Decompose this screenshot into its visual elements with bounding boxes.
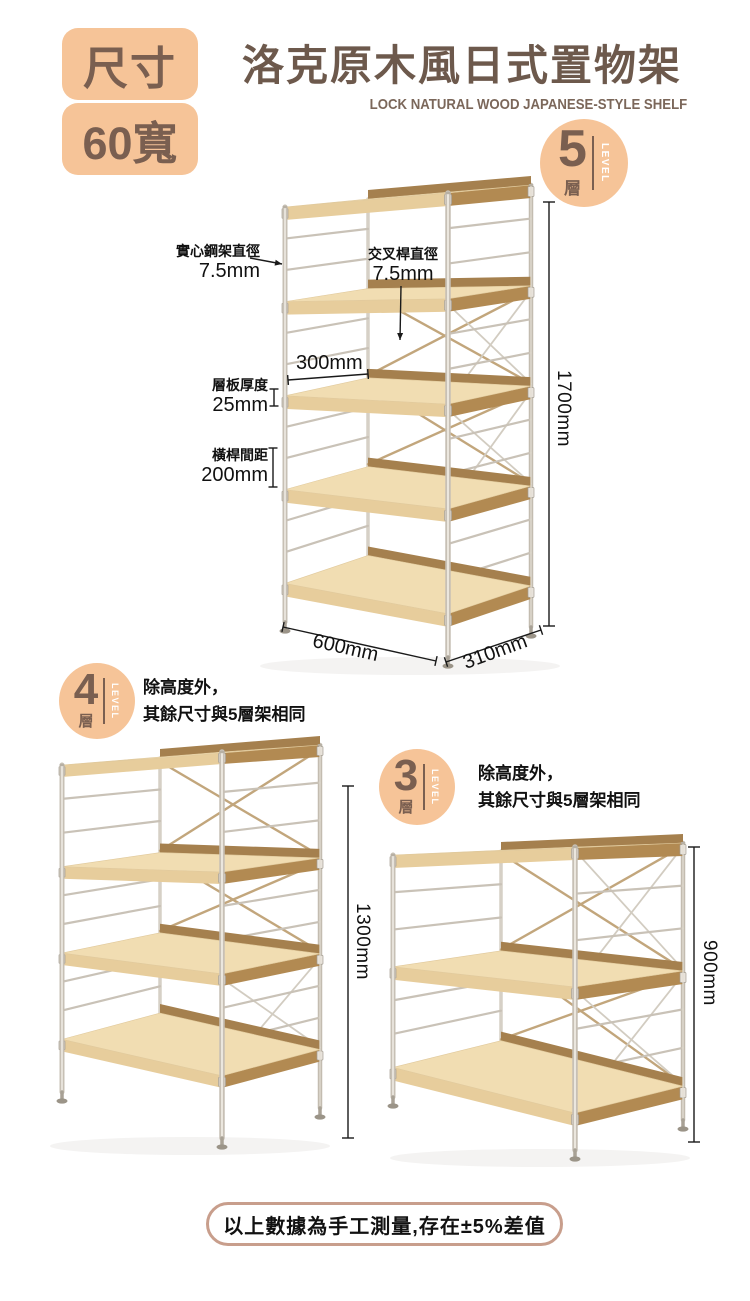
note-line1: 除高度外， — [478, 764, 563, 783]
level-3-number-column: 3 層 — [393, 750, 419, 817]
level-word: LEVEL — [598, 143, 610, 183]
level-3-badge: 3 層 LEVEL — [379, 749, 455, 825]
page-title: 洛克原木風日式置物架 — [241, 42, 682, 89]
annotation-cross-bar-diameter: 交叉桿直徑 7.5mm — [358, 246, 448, 285]
level-number: 3 — [393, 750, 419, 800]
dimension-height-3level: 900mm — [699, 940, 720, 1006]
note-line2: 其餘尺寸與5層架相同 — [143, 705, 306, 724]
annotation-value: 25mm — [212, 394, 268, 416]
level-5-number-column: 5 層 — [558, 120, 587, 198]
page-subtitle: LOCK NATURAL WOOD JAPANESE-STYLE SHELF — [369, 96, 688, 113]
annotation-value: 200mm — [201, 464, 268, 486]
level-badge-divider — [103, 678, 106, 724]
width-60-badge: 60寬 — [62, 103, 198, 175]
level-word: LEVEL — [110, 682, 121, 720]
dimension-height-4level: 1300mm — [352, 903, 373, 980]
level-unit: 層 — [78, 713, 94, 731]
annotation-value: 7.5mm — [372, 263, 434, 285]
measurement-tolerance-banner: 以上數據為手工測量,存在±5%差值 — [206, 1202, 563, 1246]
level-number: 5 — [558, 120, 587, 179]
annotation-label: 層板厚度 — [212, 377, 268, 393]
shelf-4-level-illustration — [50, 736, 330, 1155]
level-number: 4 — [73, 664, 99, 714]
level-5-badge: 5 層 LEVEL — [540, 119, 628, 207]
note-line2: 其餘尺寸與5層架相同 — [478, 791, 641, 810]
shelf-3-level-illustration — [387, 834, 690, 1167]
annotation-label: 交叉桿直徑 — [368, 246, 438, 262]
level-badge-divider — [423, 764, 426, 810]
annotation-label: 橫桿間距 — [212, 447, 268, 463]
level-unit: 層 — [563, 178, 581, 198]
note-4-level: 除高度外， 其餘尺寸與5層架相同 — [143, 674, 305, 728]
level-4-badge: 4 層 LEVEL — [59, 663, 135, 739]
annotation-rung-spacing: 橫桿間距 200mm — [192, 447, 268, 486]
dimension-height-5level: 1700mm — [553, 370, 574, 447]
annotation-value: 7.5mm — [198, 260, 260, 282]
note-3-level: 除高度外， 其餘尺寸與5層架相同 — [478, 760, 640, 814]
title-block: 洛克原木風日式置物架 LOCK NATURAL WOOD JAPANESE-ST… — [228, 32, 696, 113]
annotation-board-thickness: 層板厚度 25mm — [200, 377, 268, 416]
annotation-width-600: 600mm — [310, 630, 381, 666]
annotation-label: 實心鋼架直徑 — [176, 243, 260, 259]
note-line1: 除高度外， — [143, 678, 228, 697]
annotation-steel-frame-diameter: 實心鋼架直徑 7.5mm — [152, 243, 260, 282]
size-badge: 尺寸 — [62, 28, 198, 100]
level-unit: 層 — [398, 799, 414, 817]
annotation-depth-310: 310mm — [460, 630, 531, 674]
level-badge-divider — [591, 136, 594, 190]
level-word: LEVEL — [430, 768, 441, 806]
annotation-shelf-depth-300: 300mm — [296, 352, 363, 374]
level-4-number-column: 4 層 — [73, 664, 99, 731]
